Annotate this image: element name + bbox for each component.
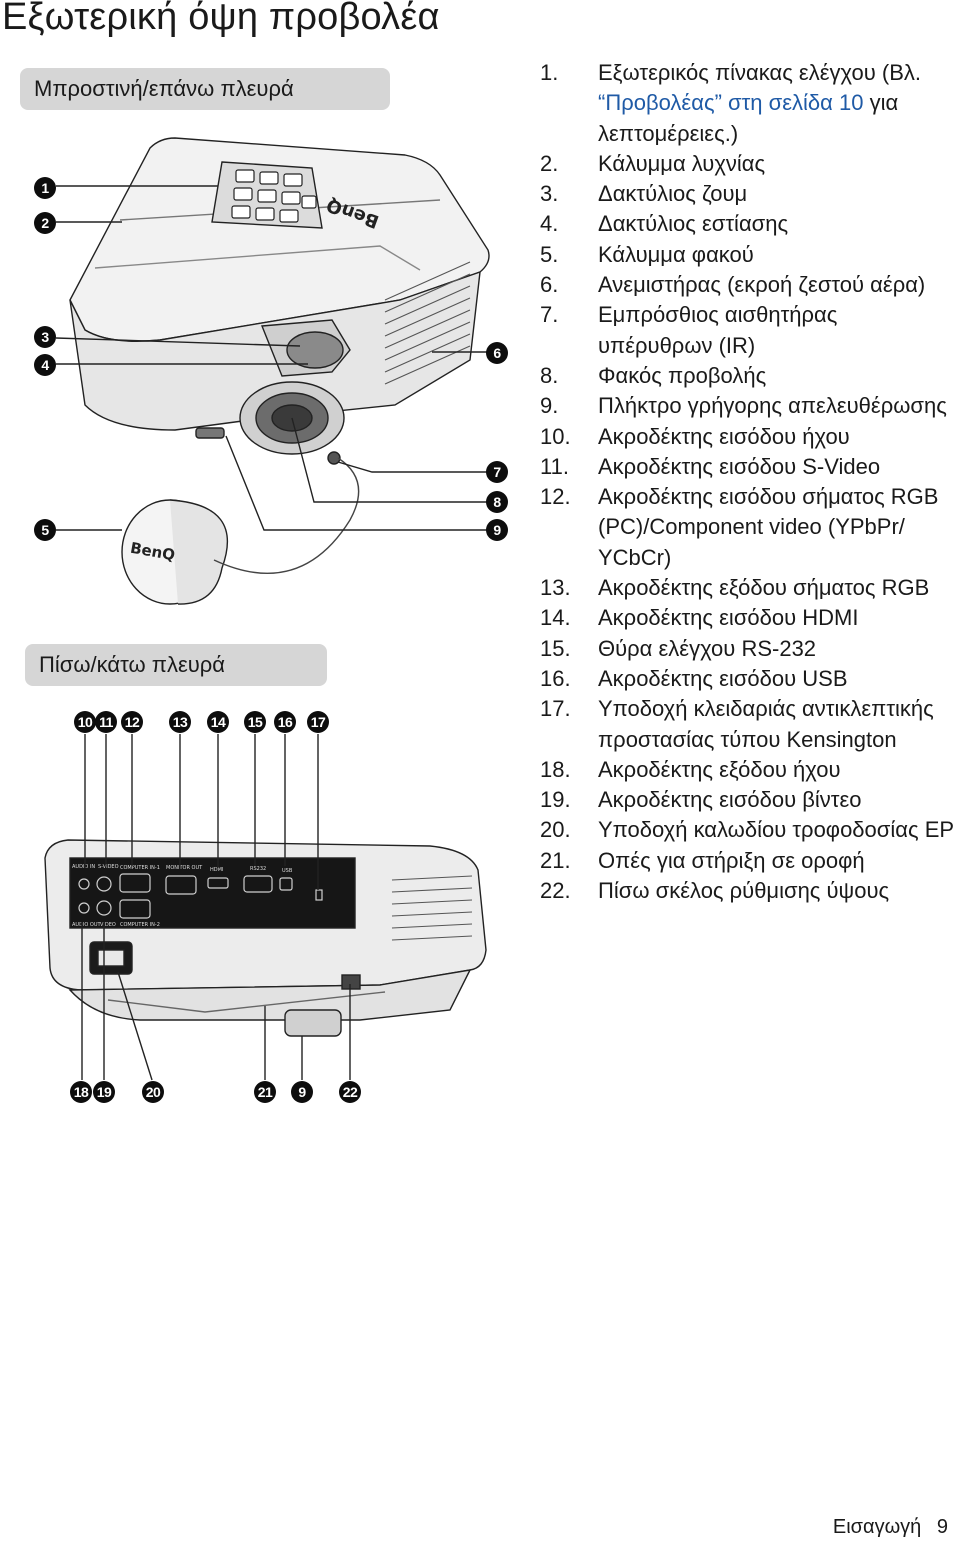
callout-badge: 20 <box>142 1081 164 1103</box>
legend-item: 8.Φακός προβολής <box>540 362 767 388</box>
page-title: Εξωτερική όψη προβολέα <box>2 0 440 38</box>
svg-text:HDMI: HDMI <box>210 867 223 873</box>
callout-badge: 21 <box>254 1081 276 1103</box>
legend-item: 1. Εξωτερικός πίνακας ελέγχου (Βλ. “Προβ… <box>540 60 921 146</box>
legend-item: 4.Δακτύλιος εστίασης <box>540 211 789 237</box>
legend-item: 7.Εμπρόσθιος αισθητήρας υπέρυθρων (IR) <box>540 302 838 358</box>
legend-item: 14.Ακροδέκτης εισόδου HDMI <box>540 605 859 631</box>
legend-item: 5.Κάλυμμα φακού <box>540 241 754 267</box>
callout-badge: 13 <box>169 711 191 733</box>
legend-item: 3.Δακτύλιος ζουμ <box>540 181 748 207</box>
legend-item: 2.Κάλυμμα λυχνίας <box>540 150 766 176</box>
callout-badge: 9 <box>486 519 508 541</box>
callout-badge: 3 <box>34 326 56 348</box>
callout-badge: 22 <box>339 1081 361 1103</box>
svg-text:VIDEO: VIDEO <box>100 922 116 928</box>
svg-text:COMPUTER IN-1: COMPUTER IN-1 <box>120 865 160 871</box>
callout-badge: 11 <box>95 711 117 733</box>
back-section-heading: Πίσω/κάτω πλευρά <box>25 644 327 686</box>
parts-legend: 1. Εξωτερικός πίνακας ελέγχου (Βλ. “Προβ… <box>540 58 955 906</box>
legend-item: 13.Ακροδέκτης εξόδου σήματος RGB <box>540 575 930 601</box>
callout-badge: 2 <box>34 212 56 234</box>
svg-text:AUDIO OUT: AUDIO OUT <box>72 922 102 928</box>
callout-badge: 18 <box>70 1081 92 1103</box>
legend-item: 20.Υποδοχή καλωδίου τροφοδοσίας ΕΡ <box>540 817 955 843</box>
legend-item: 9.Πλήκτρο γρήγορης απελευθέρωσης <box>540 393 947 419</box>
callout-badge: 14 <box>207 711 229 733</box>
callout-badge: 5 <box>34 519 56 541</box>
callout-badge: 4 <box>34 354 56 376</box>
legend-item: 19.Ακροδέκτης εισόδου βίντεο <box>540 787 862 813</box>
callout-badge: 9 <box>291 1081 313 1103</box>
page-footer: Εισαγωγή 9 <box>833 1516 948 1539</box>
front-section-heading: Μπροστινή/επάνω πλευρά <box>20 68 390 110</box>
svg-text:USB: USB <box>282 868 293 874</box>
svg-text:RS232: RS232 <box>250 866 266 872</box>
callout-badge: 8 <box>486 491 508 513</box>
callout-badge: 1 <box>34 177 56 199</box>
callout-badge: 19 <box>93 1081 115 1103</box>
legend-item: 17.Υποδοχή κλειδαριάς αντικλεπτικής προσ… <box>540 696 934 752</box>
legend-item: 6.Ανεμιστήρας (εκροή ζεστού αέρα) <box>540 272 926 298</box>
callout-badge: 17 <box>307 711 329 733</box>
page-number: 9 <box>936 1516 948 1538</box>
callout-badge: 16 <box>274 711 296 733</box>
svg-text:AUDIO IN: AUDIO IN <box>72 864 95 870</box>
callout-badge: 6 <box>486 342 508 364</box>
legend-item: 18.Ακροδέκτης εξόδου ήχου <box>540 756 841 782</box>
legend-item: 15.Θύρα ελέγχου RS-232 <box>540 635 817 661</box>
svg-text:S-VIDEO: S-VIDEO <box>98 864 119 870</box>
callout-badge: 12 <box>121 711 143 733</box>
callout-badge: 7 <box>486 461 508 483</box>
callout-badge: 15 <box>244 711 266 733</box>
legend-item: 21.Οπές για στήριξη σε οροφή <box>540 847 865 873</box>
legend-item: 22.Πίσω σκέλος ρύθμισης ύψους <box>540 878 890 904</box>
callout-badge: 10 <box>74 711 96 733</box>
legend-item: 11.Ακροδέκτης εισόδου S-Video <box>540 453 881 479</box>
page-reference-link[interactable]: “Προβολέας” στη σελίδα 10 <box>598 90 864 116</box>
svg-text:COMPUTER IN-2: COMPUTER IN-2 <box>120 922 160 928</box>
legend-item: 10.Ακροδέκτης εισόδου ήχου <box>540 423 850 449</box>
svg-text:MONITOR OUT: MONITOR OUT <box>166 865 203 871</box>
projector-rear-illustration: AUDIO IN S-VIDEO COMPUTER IN-1 MONITOR O… <box>44 734 487 1081</box>
projector-front-illustration: BenQ BenQ <box>55 137 490 605</box>
legend-item: 16.Ακροδέκτης εισόδου USB <box>540 665 848 691</box>
legend-item: 12.Ακροδέκτης εισόδου σήματος RGB (PC)/C… <box>540 484 939 570</box>
footer-section-name: Εισαγωγή <box>832 1516 922 1538</box>
